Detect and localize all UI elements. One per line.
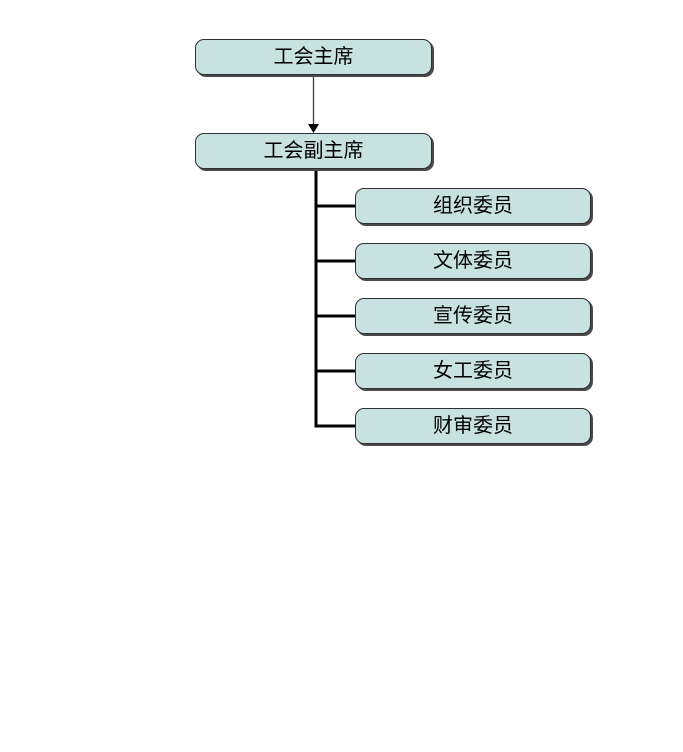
org-node-women-workers-committee: 女工委员 xyxy=(355,353,591,389)
org-node-union-chairman: 工会主席 xyxy=(195,39,432,75)
arrowhead-icon xyxy=(308,124,319,133)
org-node-organization-committee: 组织委员 xyxy=(355,188,591,224)
org-node-culture-sports-committee: 文体委员 xyxy=(355,243,591,279)
org-node-union-vice-chairman: 工会副主席 xyxy=(195,133,432,169)
org-node-publicity-committee: 宣传委员 xyxy=(355,298,591,334)
org-node-finance-audit-committee: 财审委员 xyxy=(355,408,591,444)
